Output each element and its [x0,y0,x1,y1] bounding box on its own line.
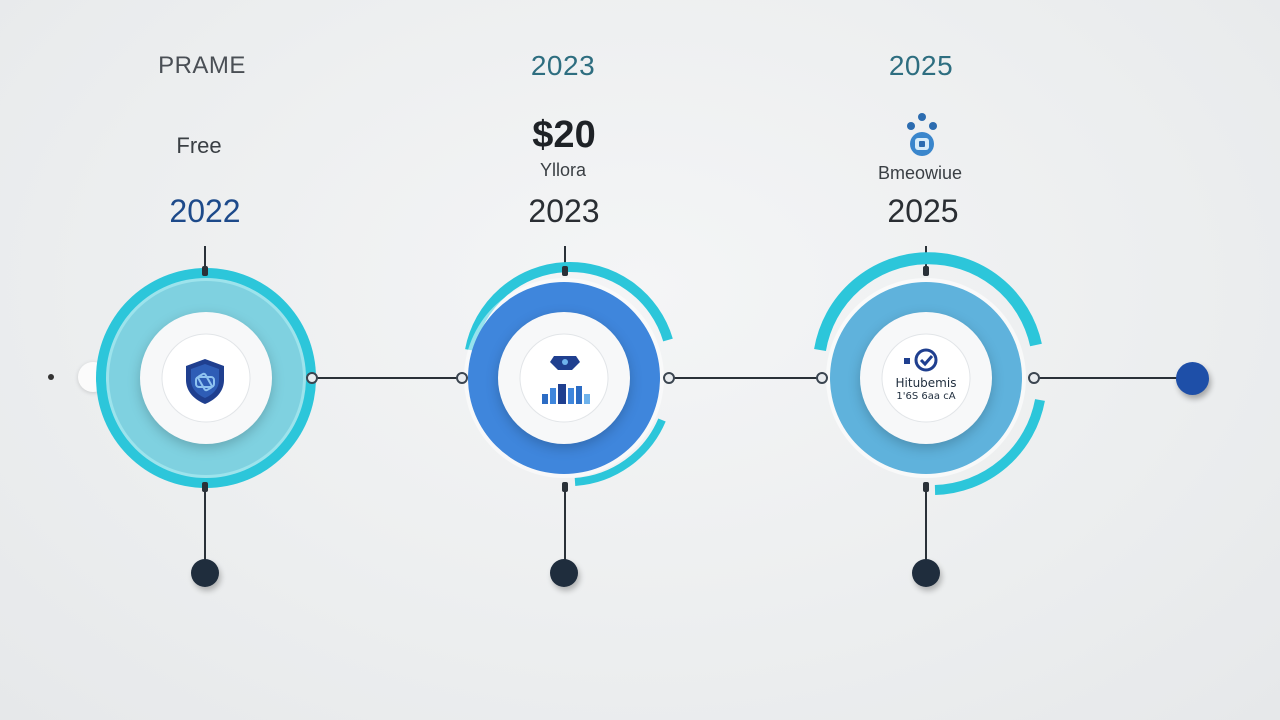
timeline-end-node [1176,362,1209,395]
timeline-segment-3 [1034,377,1179,379]
column-3-stem [925,490,927,562]
column-3-top-tick [923,266,929,276]
column-2-top-tick [562,266,568,276]
column-1-stem [204,490,206,562]
shield-icon [180,356,230,406]
column-3-year: 2025 [887,193,959,229]
column-1-plan-label: Free [176,133,222,158]
circle-node-2 [464,262,673,486]
joint-2-right [663,372,675,384]
column-2-plan-label: Yllora [539,160,587,180]
column-1-bottom-tick [202,482,208,492]
column-3-header: 2025 [888,50,954,81]
joint-3-right [1028,372,1040,384]
city-badge-icon [536,350,594,408]
timeline-segment-1 [315,377,463,379]
column-1-top-connector [204,246,206,268]
column-3-bottom-tick [923,482,929,492]
column-1-top-tick [202,266,208,276]
joint-2-left [456,372,468,384]
joint-3-left [816,372,828,384]
column-3-plan-label: Bmeowiue [877,163,963,183]
team-icon [905,112,939,160]
team-badge-text-line2: 1'6S 6aa cA [896,391,956,402]
column-2-stem-dot [550,559,578,587]
column-2-stem [564,490,566,562]
column-2-year: 2023 [528,193,600,229]
timeline-start-point [48,374,54,380]
column-1-stem-dot [191,559,219,587]
column-1-header: PRAME [158,52,246,79]
column-1-year: 2022 [169,193,241,229]
team-badge-text-line1: Hitubemis [895,376,957,390]
column-2-top-connector [564,246,566,268]
column-2-bottom-tick [562,482,568,492]
team-badge: Hitubemis 1'6S 6aa cA [884,346,968,410]
circle-node-3 [814,252,1045,495]
joint-1-right [306,372,318,384]
column-3-stem-dot [912,559,940,587]
timeline-segment-2 [670,377,822,379]
column-2-price: $20 [532,114,596,156]
column-2-header: 2023 [530,50,596,81]
